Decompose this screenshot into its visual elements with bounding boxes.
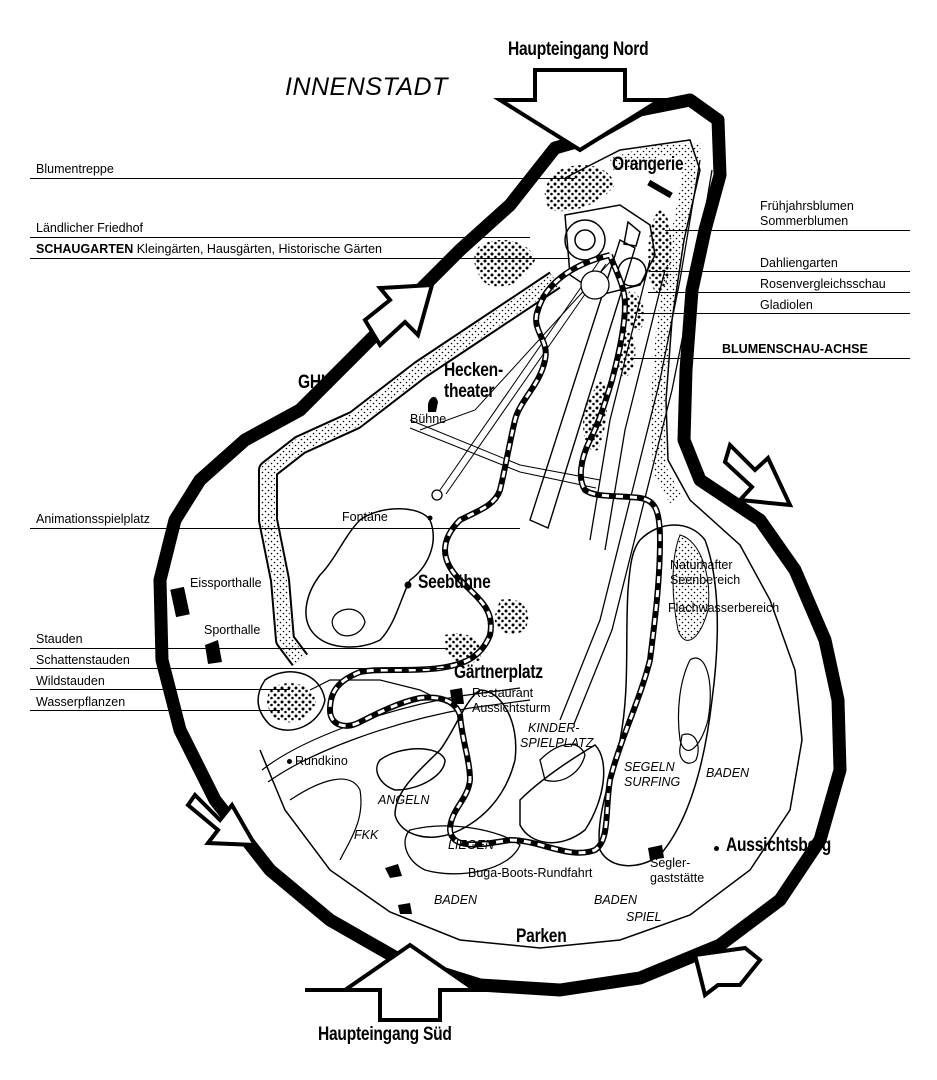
place-angeln: ANGELN (378, 793, 430, 807)
entrance-arrow-north (493, 68, 667, 153)
place-segler-2: gaststätte (650, 871, 705, 885)
legend-rosen: Rosenvergleichsschau (760, 277, 886, 291)
legend-schaugarten-text: Kleingärten, Hausgärten, Historische Gär… (136, 242, 382, 256)
entrance-arrow-west-upper (362, 282, 435, 349)
place-ghk: GHK (298, 372, 332, 393)
entrance-north-label: Haupteingang Nord (508, 39, 649, 60)
inner-path-strip (259, 139, 803, 949)
place-kinder-1: KINDER- (528, 721, 580, 735)
park-boundary (153, 93, 847, 997)
place-naturhafter-1: Naturhafter (670, 558, 733, 572)
place-seebuehne: Seebühne (418, 572, 491, 593)
legend-wasserpflanzen: Wasserpflanzen (36, 695, 126, 709)
place-kinder-2: SPIELPLATZ (520, 736, 594, 750)
legend-dahliengarten: Dahliengarten (760, 256, 838, 270)
place-orangerie: Orangerie (612, 154, 684, 175)
legend-schaugarten-title: SCHAUGARTEN (36, 242, 134, 256)
place-liegen: LIEGEN (448, 838, 494, 852)
place-segeln: SEGELN (624, 760, 675, 774)
place-aussichtsturm: Aussichtsturm (472, 701, 551, 715)
city-label: INNENSTADT (285, 73, 448, 101)
place-gaertnerplatz: Gärtnerplatz (454, 662, 543, 683)
place-parken: Parken (516, 926, 567, 947)
place-surfing: SURFING (624, 775, 681, 789)
legend-achse: BLUMENSCHAU-ACHSE (722, 342, 868, 356)
legend-schattenstauden: Schattenstauden (36, 653, 130, 667)
legend-blumentreppe: Blumentreppe (36, 162, 114, 176)
place-rundkino: Rundkino (295, 754, 348, 768)
legend-wildstauden: Wildstauden (36, 674, 105, 688)
legend-animation: Animationsspielplatz (36, 512, 150, 526)
place-heckentheater-1: Hecken- (444, 360, 503, 381)
legend-sommerblumen: Sommerblumen (760, 214, 849, 228)
legend-fruehjahrsblumen: Frühjahrsblumen (760, 199, 854, 213)
place-aussichtsberg: Aussichtsberg (726, 835, 832, 856)
legend-gladiolen: Gladiolen (760, 298, 813, 312)
place-boots: Buga-Boots-Rundfahrt (468, 866, 593, 880)
seebuehne-lake (305, 508, 434, 648)
place-sporthalle: Sporthalle (204, 623, 261, 637)
place-baden-2: BADEN (434, 893, 478, 907)
place-fontaene: Fontäne (342, 510, 388, 524)
place-fkk: FKK (354, 828, 379, 842)
legend-schaugarten: SCHAUGARTEN Kleingärten, Hausgärten, His… (36, 242, 382, 256)
place-segler-1: Segler- (650, 856, 691, 870)
entrance-arrow-west-lower (185, 791, 259, 848)
entrance-arrow-south (338, 942, 482, 1022)
place-baden-1: BADEN (706, 766, 750, 780)
place-buehne: Bühne (410, 412, 447, 426)
place-eissporthalle: Eissporthalle (190, 576, 262, 590)
place-flachwasser: Flachwasserbereich (668, 601, 780, 615)
legend-friedhof: Ländlicher Friedhof (36, 221, 144, 235)
place-naturhafter-2: Seenbereich (670, 573, 741, 587)
entrance-arrow-east-lower (692, 945, 763, 999)
place-heckentheater-2: theater (444, 381, 495, 402)
entrance-arrow-east-upper (722, 441, 794, 508)
place-spiel: SPIEL (626, 910, 662, 924)
place-baden-3: BADEN (594, 893, 638, 907)
place-restaurant: Restaurant (472, 686, 534, 700)
entrance-south-label: Haupteingang Süd (318, 1024, 452, 1045)
legend-stauden: Stauden (36, 632, 83, 646)
